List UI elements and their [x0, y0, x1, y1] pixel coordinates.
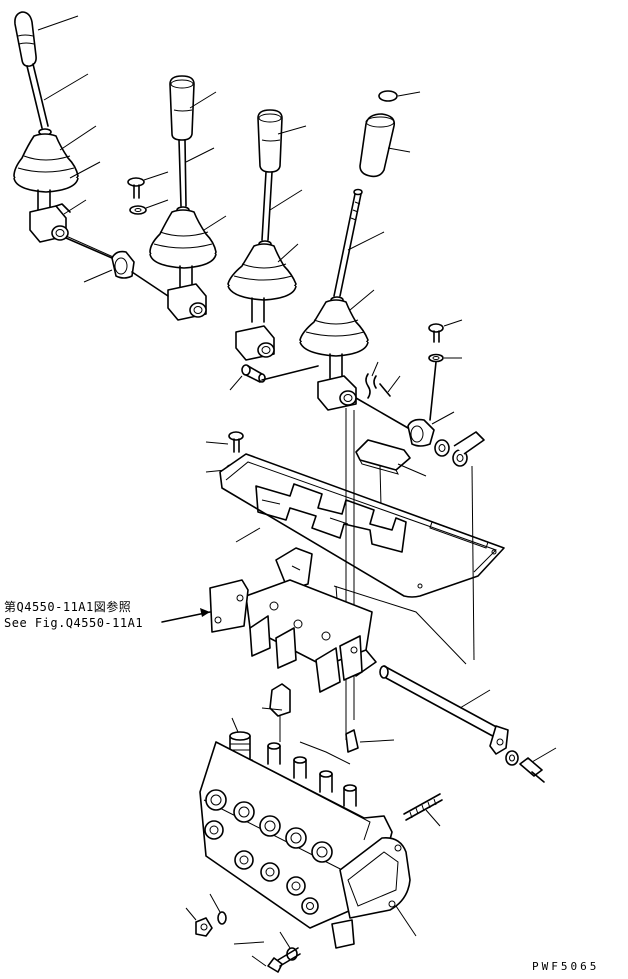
- control-valve: [199, 717, 417, 949]
- leader-line: [59, 125, 97, 151]
- leader-line: [63, 199, 87, 215]
- pin: [229, 364, 319, 391]
- link-line: [65, 237, 113, 259]
- screw-1: [127, 171, 169, 199]
- lever-knob-3: [257, 109, 283, 173]
- leader-line: [277, 243, 299, 263]
- lever-rod-2: [176, 139, 190, 214]
- washer-3: [434, 439, 450, 457]
- leader-line: [233, 941, 265, 945]
- lever-base-4: [317, 353, 357, 411]
- clamp-1: [83, 250, 135, 283]
- washer-1: [129, 199, 169, 215]
- drawing-code: PWF5065: [532, 960, 600, 973]
- reference-note-en: See Fig.Q4550-11A1: [4, 616, 144, 630]
- washer-6: [505, 750, 519, 766]
- stud-bolt: [403, 793, 443, 827]
- lever-assembly-4: [299, 90, 421, 411]
- bolt-1: [519, 747, 557, 783]
- reference-note-jp: 第Q4550-11A1図参照: [4, 600, 132, 614]
- end-cover: [339, 836, 417, 937]
- leader-line: [43, 73, 89, 101]
- leader-line: [69, 161, 101, 179]
- leader-line: [189, 91, 217, 109]
- washer-8: [279, 931, 298, 961]
- lever-boot-2: [149, 209, 217, 269]
- lever-knob-2: [169, 75, 195, 141]
- lever-rod-4: [330, 188, 385, 304]
- link-line: [131, 271, 169, 297]
- leader-line: [185, 147, 215, 163]
- reference-arrow: [161, 608, 211, 623]
- leader-line: [235, 527, 261, 543]
- lever-assembly-1: [13, 11, 121, 261]
- lever-rod-1: [26, 63, 52, 136]
- washer-7: [209, 893, 227, 925]
- spring-pin: [365, 361, 401, 399]
- lever-knob-4: [359, 113, 411, 178]
- link-rod: [379, 665, 509, 755]
- bolt-2: [251, 947, 301, 973]
- leader-line: [203, 215, 227, 231]
- screw-3: [205, 431, 244, 453]
- guide-line: [471, 465, 475, 661]
- lever-guide-plate: [219, 453, 505, 598]
- mounting-bracket: [209, 547, 377, 693]
- lever-knob-1: [14, 11, 37, 67]
- valve-ports: [204, 789, 333, 915]
- leader-line: [277, 125, 307, 135]
- lever-boot-4: [299, 289, 375, 357]
- nut: [185, 907, 213, 937]
- screw-2: [428, 319, 463, 343]
- lever-base-3: [235, 297, 275, 361]
- cap: [378, 90, 421, 102]
- washer-2: [428, 353, 462, 421]
- lever-assembly-3: [227, 109, 307, 361]
- clip: [345, 729, 395, 753]
- washer-4: [452, 431, 485, 467]
- lever-base-2: [167, 265, 207, 321]
- lever-boot-3: [227, 243, 297, 301]
- leader-line: [37, 15, 79, 31]
- spool-caps: [267, 741, 357, 807]
- leader-line: [65, 235, 121, 261]
- valve-bracket: [261, 683, 291, 742]
- guide-line: [333, 585, 467, 665]
- lever-boot-1: [13, 133, 79, 193]
- lever-base-1: [29, 189, 71, 243]
- lever-assembly-2: [149, 75, 227, 321]
- clamp-2: [355, 397, 455, 447]
- leader-line: [269, 189, 303, 211]
